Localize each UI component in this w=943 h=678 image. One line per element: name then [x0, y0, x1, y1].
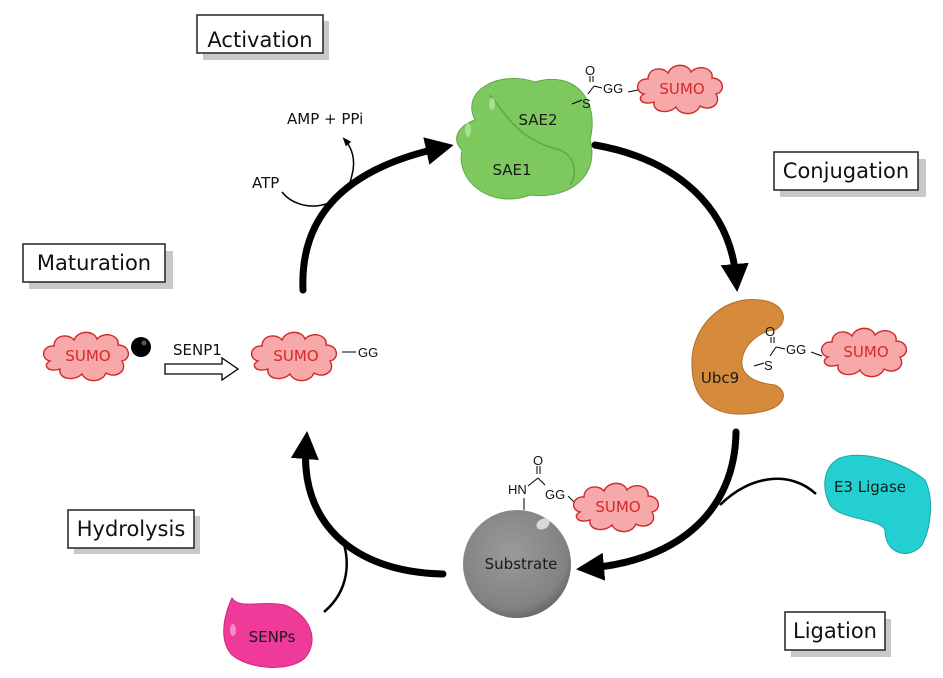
ubc9-label: Ubc9 [701, 369, 739, 387]
sumo-mature: SUMO [250, 331, 338, 382]
stage-maturation: Maturation [22, 243, 173, 289]
svg-text:GG: GG [545, 487, 565, 502]
gly-gly-label: GG [358, 345, 378, 360]
sae2-label: SAE2 [518, 111, 557, 129]
substrate-label: Substrate [485, 555, 558, 573]
sumo-label: SUMO [595, 498, 640, 516]
stage-maturation-label: Maturation [37, 251, 151, 275]
e3-side-arrow [719, 477, 817, 506]
c-terminal-extension [131, 337, 151, 357]
sumo-label: SUMO [273, 347, 318, 365]
senp1-arrow: SENP1 [164, 341, 240, 382]
sumo-label: SUMO [659, 80, 704, 98]
ubc9-thioester: S O GG [753, 324, 823, 373]
amp-ppi-label: AMP + PPi [287, 110, 363, 128]
sumo-conjugation: SUMO [820, 327, 908, 378]
stage-activation-label: Activation [207, 28, 312, 52]
svg-text:GG: GG [603, 81, 623, 96]
sae-complex: SAE2 SAE1 [456, 77, 593, 200]
ubc9-enzyme: Ubc9 [691, 299, 784, 415]
svg-text:S: S [582, 96, 591, 111]
svg-text:S: S [764, 358, 773, 373]
e3-label: E3 Ligase [834, 478, 906, 496]
e3-ligase: E3 Ligase [824, 454, 931, 554]
stage-conjugation-label: Conjugation [783, 159, 909, 183]
sumo-label: SUMO [65, 347, 110, 365]
svg-text:HN: HN [508, 482, 527, 497]
sumo-ligation: SUMO [572, 482, 660, 533]
sae-thioester: S O GG [571, 63, 639, 111]
stage-conjugation: Conjugation [773, 151, 926, 197]
senps-label: SENPs [249, 628, 296, 646]
svg-text:O: O [765, 324, 775, 339]
sumo-label: SUMO [843, 343, 888, 361]
arrow-activation-to-conjugation [591, 141, 749, 292]
sae1-label: SAE1 [492, 161, 531, 179]
sumo-activation: SUMO [636, 64, 724, 115]
sumo-precursor: SUMO [42, 331, 130, 382]
stage-hydrolysis: Hydrolysis [67, 509, 200, 554]
senps-enzyme: SENPs [223, 596, 313, 668]
atp-side-arrow [281, 137, 355, 207]
stage-activation: Activation [196, 14, 329, 60]
svg-text:O: O [533, 453, 543, 468]
arrow-conjugation-to-ligation [576, 428, 740, 581]
svg-text:O: O [585, 63, 595, 78]
stage-ligation: Ligation [784, 611, 891, 657]
senp1-label: SENP1 [173, 341, 222, 359]
substrate-isopeptide: HN O GG [508, 453, 576, 510]
atp-label: ATP [252, 174, 279, 192]
stage-hydrolysis-label: Hydrolysis [77, 517, 186, 541]
substrate: Substrate [463, 510, 571, 618]
svg-text:GG: GG [786, 342, 806, 357]
arrow-maturation-to-activation [299, 137, 454, 294]
arrow-ligation-to-hydrolysis [290, 431, 447, 578]
stage-ligation-label: Ligation [793, 619, 877, 643]
senp-side-arrow [323, 537, 348, 613]
